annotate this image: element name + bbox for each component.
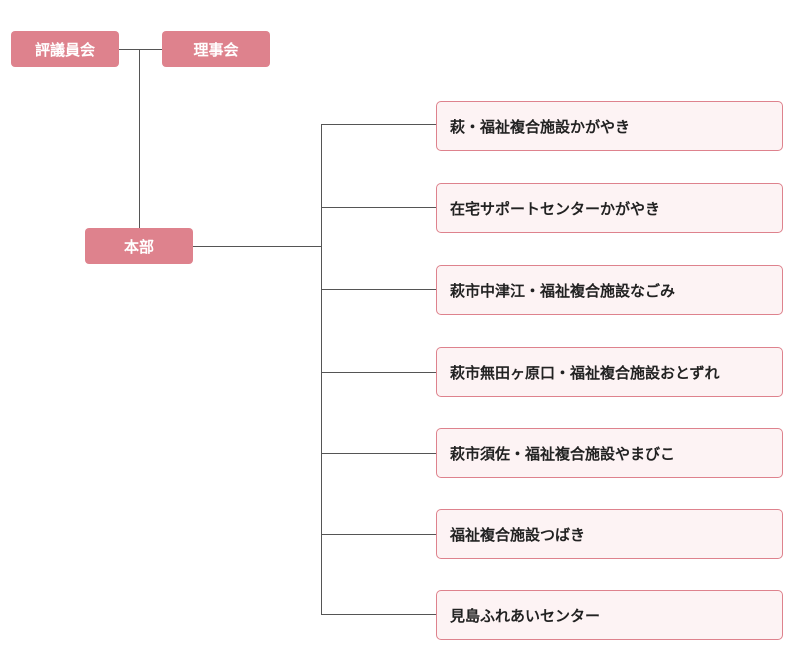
facility-connector — [321, 207, 437, 208]
trunk-line — [139, 49, 140, 229]
facility-node-tsubaki: 福祉複合施設つばき — [436, 509, 783, 559]
facility-spine-line — [321, 124, 322, 615]
facility-connector — [321, 289, 437, 290]
facility-connector — [321, 453, 437, 454]
facility-connector — [321, 534, 437, 535]
facility-connector — [321, 614, 437, 615]
council-node: 評議員会 — [11, 31, 119, 67]
council-board-connector — [119, 49, 163, 50]
facility-node-nagomi: 萩市中津江・福祉複合施設なごみ — [436, 265, 783, 315]
board-node: 理事会 — [162, 31, 270, 67]
facility-node-yamabiko: 萩市須佐・福祉複合施設やまびこ — [436, 428, 783, 478]
facility-node-otozure: 萩市無田ヶ原口・福祉複合施設おとずれ — [436, 347, 783, 397]
facility-connector — [321, 124, 437, 125]
facility-node-kagayaki: 萩・福祉複合施設かがやき — [436, 101, 783, 151]
headquarters-node: 本部 — [85, 228, 193, 264]
facility-connector — [321, 372, 437, 373]
facility-node-home-support: 在宅サポートセンターかがやき — [436, 183, 783, 233]
hq-branch-line — [192, 246, 322, 247]
facility-node-mishima: 見島ふれあいセンター — [436, 590, 783, 640]
